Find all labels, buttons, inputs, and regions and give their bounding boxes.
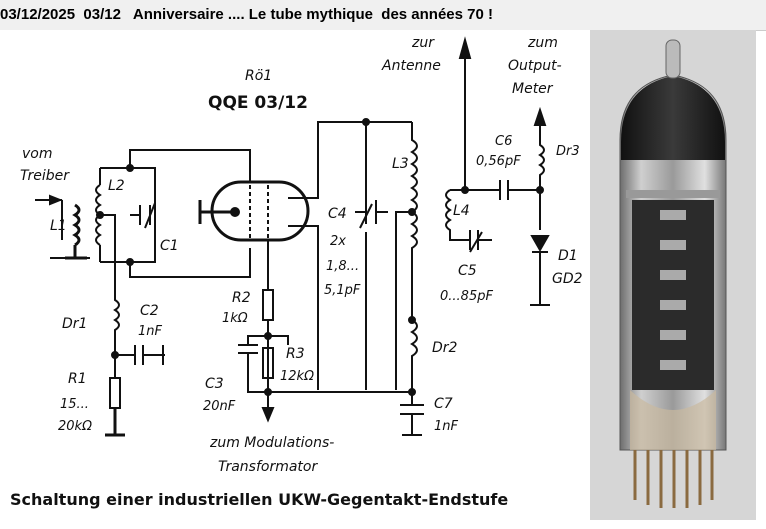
label-antenna-1: zur [411, 35, 435, 51]
label-C4: C4 [328, 206, 347, 222]
label-C2-value: 1nF [138, 324, 163, 339]
resistor-R1 [109, 377, 121, 409]
header-title: 03/12/2025 03/12 Anniversaire .... Le tu… [0, 6, 494, 23]
inductor-L3 [410, 122, 418, 320]
label-tube-ref: Rö1 [245, 68, 272, 84]
label-C4-v1: 2x [330, 234, 346, 249]
label-C1: C1 [160, 238, 179, 254]
schematic-diagram: vom Treiber L1 L2 C1 Rö1 QQE 03/12 C4 2x… [0, 30, 592, 524]
label-C5: C5 [458, 263, 477, 279]
label-R3: R3 [286, 346, 305, 362]
label-C7-value: 1nF [434, 419, 459, 434]
labels: vom Treiber L1 L2 C1 Rö1 QQE 03/12 C4 2x… [10, 35, 583, 509]
label-modulation-1: zum Modulations- [209, 435, 334, 451]
label-L2: L2 [108, 178, 125, 194]
choke-Dr2 [400, 319, 424, 436]
inductor-L4 [445, 189, 492, 253]
tube-photo [590, 30, 756, 520]
label-R1: R1 [68, 371, 87, 387]
label-modulation-2: Transformator [218, 459, 318, 475]
label-input-2: Treiber [20, 168, 70, 184]
header-bar: 03/12/2025 03/12 Anniversaire .... Le tu… [0, 0, 766, 31]
label-C3: C3 [205, 376, 224, 392]
capacitor-C1 [130, 202, 156, 229]
label-C4-v2: 1,8... [326, 259, 359, 274]
label-C2: C2 [140, 303, 159, 319]
choke-Dr1 [113, 290, 165, 378]
label-Dr3: Dr3 [556, 144, 580, 159]
diagram-caption: Schaltung einer industriellen UKW-Gegent… [10, 490, 508, 509]
label-antenna-2: Antenne [381, 58, 441, 74]
label-C4-v3: 5,1pF [324, 283, 361, 298]
label-C6-value: 0,56pF [476, 154, 521, 169]
label-Dr2: Dr2 [432, 340, 458, 356]
resistor-R2 [262, 289, 274, 321]
inductor-L1 [65, 203, 87, 260]
wires [35, 36, 550, 437]
label-R3-value: 12kΩ [280, 369, 314, 384]
choke-Dr3 [538, 118, 545, 190]
label-meter-3: Meter [512, 81, 554, 97]
label-L3: L3 [392, 156, 409, 172]
label-C5-value: 0...85pF [440, 289, 493, 304]
label-D1: D1 [558, 248, 578, 264]
label-Dr1: Dr1 [62, 316, 87, 332]
label-C3-value: 20nF [203, 399, 236, 414]
label-R2: R2 [232, 290, 251, 306]
label-R1-v1: 15... [60, 397, 89, 412]
label-R2-value: 1kΩ [222, 311, 248, 326]
label-tube-type: QQE 03/12 [208, 93, 308, 113]
label-meter-1: zum [527, 35, 558, 51]
label-input-1: vom [22, 146, 53, 162]
label-R1-v2: 20kΩ [58, 419, 92, 434]
label-L4: L4 [453, 203, 470, 219]
label-C6: C6 [495, 134, 512, 149]
label-L1: L1 [50, 218, 67, 234]
label-C7: C7 [434, 396, 453, 412]
label-D1-value: GD2 [552, 271, 583, 287]
label-meter-2: Output- [508, 58, 562, 74]
resistor-R3 [262, 347, 274, 379]
